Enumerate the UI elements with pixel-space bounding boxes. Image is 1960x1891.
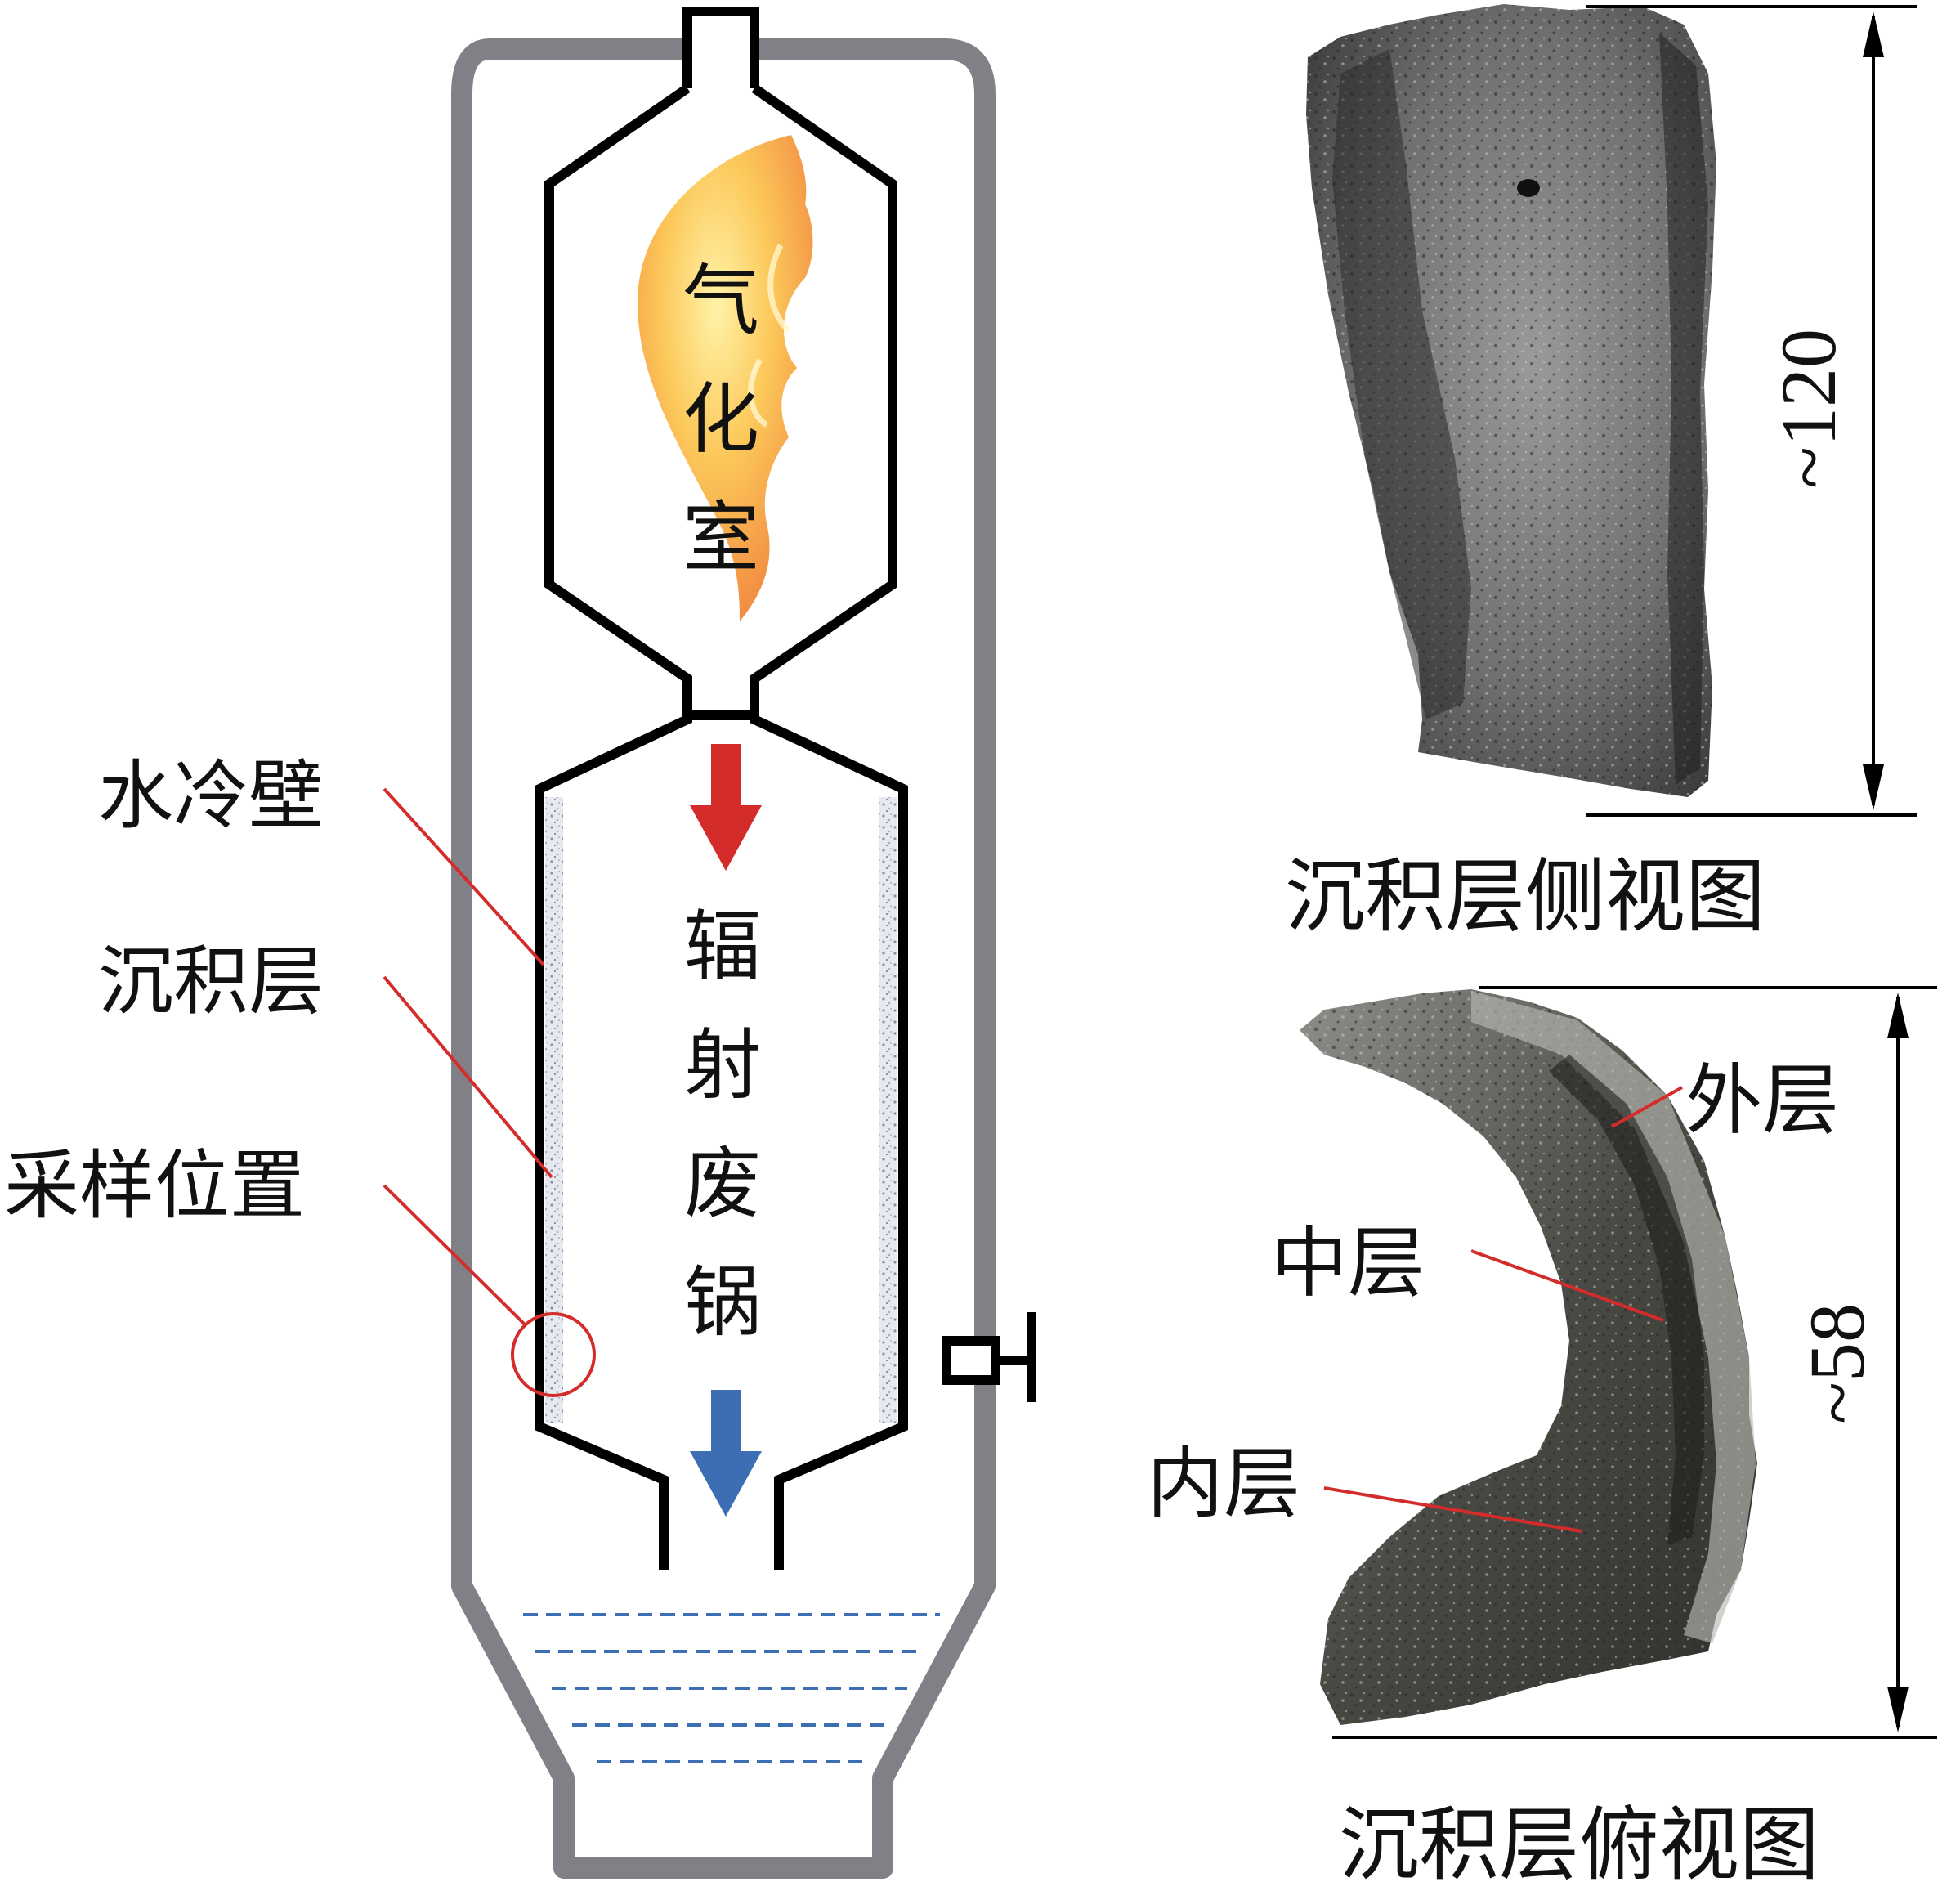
top-view-panel: ~58 外层 中层 内层 沉积层俯视图	[1147, 986, 1937, 1891]
sampling-position-marker	[511, 1312, 596, 1397]
side-view-right-edge	[1659, 33, 1708, 785]
outer-layer-label: 外层	[1685, 1056, 1839, 1145]
deposit-layer-leader	[383, 975, 553, 1179]
flame-swirl-icon	[747, 244, 791, 428]
side-view-dim-arrow-top-icon	[1863, 11, 1884, 57]
boiler-label-char-4: 锅	[684, 1258, 761, 1347]
sampling-position-leader	[383, 1184, 526, 1326]
gasifier-label-char-1: 气	[682, 257, 759, 346]
hot-flow-arrow-icon	[690, 744, 762, 871]
reactor-schematic: 气 化 室 辐 射 废 锅	[451, 7, 1036, 1879]
gasifier-label-char-2: 化	[682, 375, 759, 464]
side-view-panel: ~120 沉积层侧视图	[1285, 4, 1917, 943]
middle-layer-label: 中层	[1271, 1219, 1425, 1308]
sampling-position-label: 采样位置	[4, 1142, 305, 1230]
outer-shell	[451, 38, 996, 1879]
radiant-boiler	[535, 715, 908, 1570]
top-view-outer-rim	[1471, 991, 1756, 1643]
top-view-dim-arrow-top-icon	[1887, 993, 1909, 1038]
boiler-label-char-3: 废	[684, 1140, 761, 1229]
top-view-middle-band	[1549, 1055, 1704, 1545]
inner-layer-leader	[1323, 1486, 1582, 1533]
side-view-dark-band	[1332, 49, 1471, 719]
side-outlet-nozzle	[942, 1312, 1036, 1402]
deposit-layer-left	[545, 797, 563, 1423]
top-view-dimension: ~58	[1793, 1303, 1881, 1424]
boiler-label-char-1: 辐	[684, 903, 761, 992]
deposit-layer-label: 沉积层	[98, 938, 324, 1025]
inner-layer-label: 内层	[1147, 1440, 1300, 1529]
side-view-caption: 沉积层侧视图	[1285, 850, 1765, 943]
boiler-label-char-2: 射	[684, 1021, 761, 1110]
outer-layer-leader	[1611, 1086, 1683, 1128]
flame-icon	[638, 135, 813, 621]
middle-layer-leader	[1470, 1249, 1664, 1322]
top-view-dim-arrow-bottom-icon	[1887, 1687, 1909, 1732]
water-bath	[523, 1613, 940, 1763]
gasifier-label-char-3: 室	[682, 494, 759, 583]
side-view-dim-arrow-bottom-icon	[1863, 764, 1884, 810]
cool-flow-arrow-icon	[690, 1390, 762, 1517]
deposit-layer-right	[879, 797, 897, 1423]
top-view-caption: 沉积层俯视图	[1339, 1799, 1819, 1891]
water-wall-label: 水冷壁	[98, 752, 324, 840]
water-wall-leader	[383, 787, 545, 966]
side-view-hole	[1517, 179, 1540, 197]
top-nozzle	[682, 7, 759, 88]
side-view-dimension: ~120	[1765, 329, 1852, 489]
callouts: 水冷壁 沉积层 采样位置	[4, 752, 553, 1326]
